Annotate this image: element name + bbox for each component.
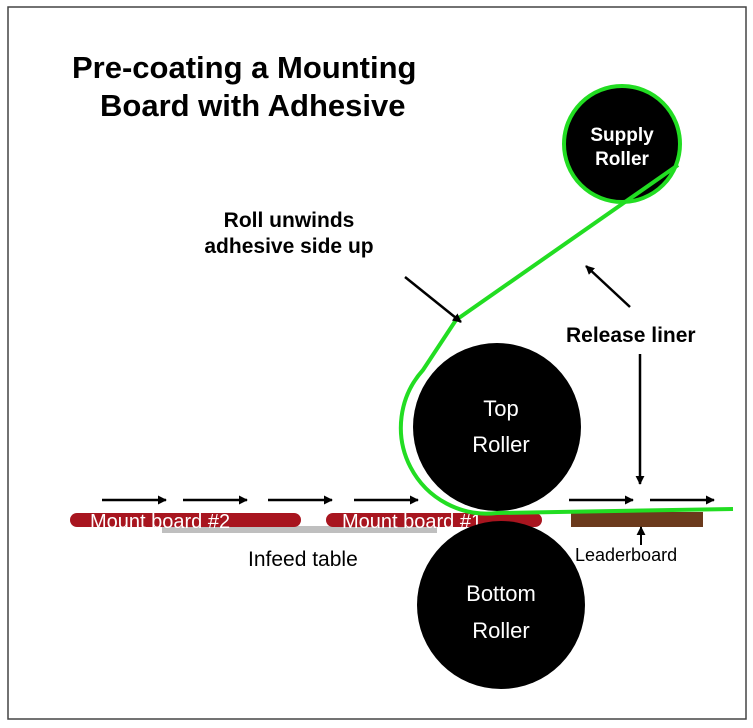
title-line-1: Pre-coating a Mounting: [72, 50, 416, 85]
top-roller-label-1: Top: [483, 396, 518, 421]
bottom-roller-label-1: Bottom: [466, 581, 536, 606]
roll-unwinds-arrow: [404, 276, 462, 323]
top-roller-label-2: Roller: [472, 432, 529, 457]
bottom-roller: [417, 521, 585, 689]
leaderboard: [571, 512, 703, 527]
supply-roller-label-1: Supply: [590, 125, 654, 146]
mount-board-1-label: Mount board #1: [342, 511, 482, 533]
infeed-table: [162, 526, 437, 533]
top-roller: [413, 343, 581, 511]
leaderboard-label: Leaderboard: [575, 545, 677, 565]
infeed-table-label: Infeed table: [248, 548, 358, 571]
roll-unwinds-label-2: adhesive side up: [204, 235, 373, 258]
mount-board-2-label: Mount board #2: [90, 511, 230, 533]
roll-unwinds-label-1: Roll unwinds: [224, 209, 355, 232]
bottom-roller-label-2: Roller: [472, 618, 529, 643]
mount-board-2: [70, 513, 301, 527]
title-line-2: Board with Adhesive: [100, 88, 405, 123]
release-liner-label: Release liner: [566, 324, 696, 347]
supply-roller-label-2: Roller: [595, 149, 649, 170]
adhesive-film: [398, 163, 734, 516]
release-liner-arrow-up: [585, 265, 631, 308]
